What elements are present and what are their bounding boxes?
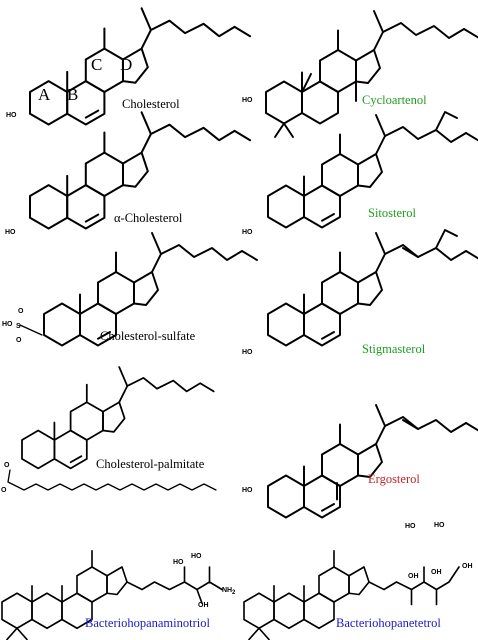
amine-subscript: 2 — [232, 590, 236, 596]
ring-label-d: D — [120, 55, 132, 74]
name-ergosterol: Ergosterol — [368, 472, 420, 486]
hydroxyl-label: HO — [242, 97, 253, 104]
name-cholesterol: Cholesterol — [122, 97, 180, 111]
oxygen-label: O — [4, 462, 10, 469]
name-cycloartenol: Cycloartenol — [362, 93, 427, 107]
hydroxyl-label: OH — [462, 563, 473, 570]
hydroxyl-label: OH — [198, 602, 209, 609]
hydroxyl-label: HO — [434, 522, 445, 529]
oxygen-label: HO — [2, 321, 13, 328]
name-cholesterol-palmitate: Cholesterol-palmitate — [96, 457, 205, 471]
oxygen-label: O — [18, 308, 24, 315]
hydroxyl-label: OH — [408, 573, 419, 580]
name-sitosterol: Sitosterol — [368, 206, 416, 220]
molecule-cycloartenol: HO Cycloartenol — [242, 10, 478, 138]
hydroxyl-label: OH — [431, 569, 442, 576]
ring-label-b: B — [67, 85, 78, 104]
molecule-cholesterol: HO A B C D Cholesterol — [6, 7, 252, 126]
oxygen-label: O — [16, 337, 22, 344]
amine-label: NH — [222, 587, 232, 594]
name-bacteriohopanaminotriol: Bacteriohopanaminotriol — [85, 616, 210, 630]
name-bacteriohopanetetrol: Bacteriohopanetetrol — [336, 616, 441, 630]
hydroxyl-label: HO — [6, 112, 17, 119]
hydroxyl-label: HO — [242, 229, 253, 236]
hydroxyl-label: HO — [242, 487, 253, 494]
hydroxyl-label: HO — [5, 229, 16, 236]
hydroxyl-label: HO — [173, 559, 184, 566]
ring-label-c: C — [91, 55, 102, 74]
hydroxyl-label: HO — [405, 523, 416, 530]
sulfur-label: S — [16, 323, 21, 330]
hydroxyl-label: HO — [191, 553, 202, 560]
ring-label-a: A — [38, 85, 51, 104]
molecule-bacteriohopanaminotriol: HO HO OH NH 2 Bacteriohopanaminotriol — [1, 549, 236, 640]
name-stigmasterol: Stigmasterol — [362, 342, 426, 356]
hydroxyl-label: HO — [242, 349, 253, 356]
molecule-cholesterol-palmitate: O O Cholesterol-palmitate — [1, 366, 217, 494]
molecule-cholesterol-sulfate: S HO O O Cholesterol-sulfate — [2, 232, 258, 347]
molecule-bacteriohopanetetrol: HO HO OH OH OH Bacteriohopanetetrol — [243, 522, 473, 640]
name-cholesterol-sulfate: Cholesterol-sulfate — [100, 329, 196, 343]
molecule-sitosterol: HO Sitosterol — [242, 111, 478, 236]
molecule-alpha-cholesterol: HO α-Cholesterol — [5, 111, 252, 236]
oxygen-label: O — [1, 487, 7, 494]
name-alpha-cholesterol: α-Cholesterol — [114, 211, 183, 225]
molecule-stigmasterol: HO Stigmasterol — [242, 229, 478, 356]
molecule-ergosterol: HO Ergosterol — [242, 404, 478, 519]
